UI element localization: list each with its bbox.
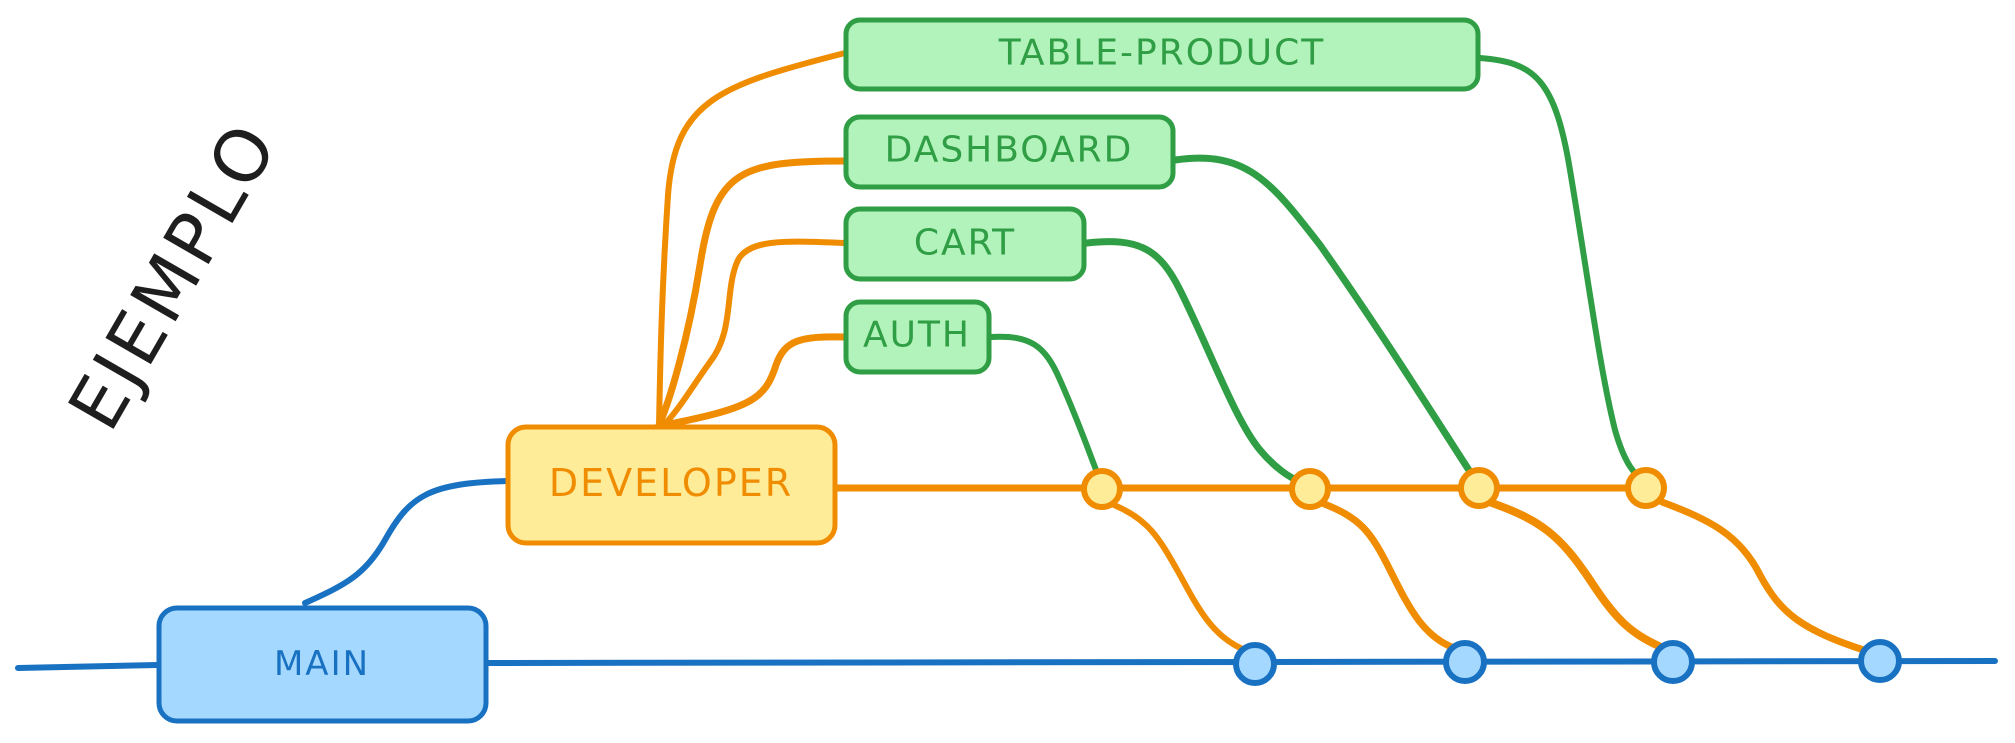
developer-to-table-product-line: [656, 50, 848, 428]
table-product-branch-box[interactable]: TABLE-PRODUCT: [843, 17, 1481, 92]
developer-to-cart-line: [661, 238, 848, 428]
developer-to-main-merge-3: [1488, 499, 1672, 654]
table-product-branch-label: TABLE-PRODUCT: [998, 33, 1326, 74]
developer-commit-node[interactable]: [1289, 468, 1331, 510]
main-branch-label: MAIN: [274, 644, 370, 684]
developer-to-main-merge-1: [1111, 502, 1253, 655]
auth-branch-box[interactable]: AUTH: [843, 299, 992, 375]
cart-merge-line: [1083, 238, 1305, 486]
main-to-developer-line: [302, 478, 511, 606]
cart-branch-label: CART: [914, 223, 1016, 264]
developer-commit-node[interactable]: [1625, 467, 1667, 509]
dashboard-branch-box[interactable]: DASHBOARD: [843, 114, 1176, 190]
dashboard-merge-line: [1171, 154, 1478, 482]
developer-to-main-merge-4: [1658, 498, 1874, 656]
auth-branch-label: AUTH: [863, 315, 971, 356]
developer-commit-node[interactable]: [1081, 468, 1123, 510]
developer-commit-node[interactable]: [1458, 467, 1500, 509]
main-line-left: [15, 662, 161, 671]
developer-to-main-merge-2: [1318, 499, 1464, 654]
auth-merge-line: [988, 333, 1103, 483]
developer-branch-box[interactable]: DEVELOPER: [505, 424, 838, 546]
main-commit-node[interactable]: [1651, 640, 1695, 684]
diagram-title: EJEMPLO: [52, 107, 295, 443]
cart-branch-box[interactable]: CART: [843, 206, 1087, 282]
main-commit-node[interactable]: [1858, 639, 1902, 683]
dashboard-branch-label: DASHBOARD: [885, 130, 1134, 171]
developer-to-dashboard-line: [655, 157, 849, 429]
main-branch-box[interactable]: MAIN: [156, 605, 489, 724]
table-product-merge-line: [1477, 55, 1649, 486]
developer-branch-label: DEVELOPER: [549, 461, 793, 505]
main-commit-node[interactable]: [1443, 640, 1487, 684]
developer-to-auth-line: [661, 333, 849, 429]
main-commit-node[interactable]: [1233, 642, 1277, 686]
